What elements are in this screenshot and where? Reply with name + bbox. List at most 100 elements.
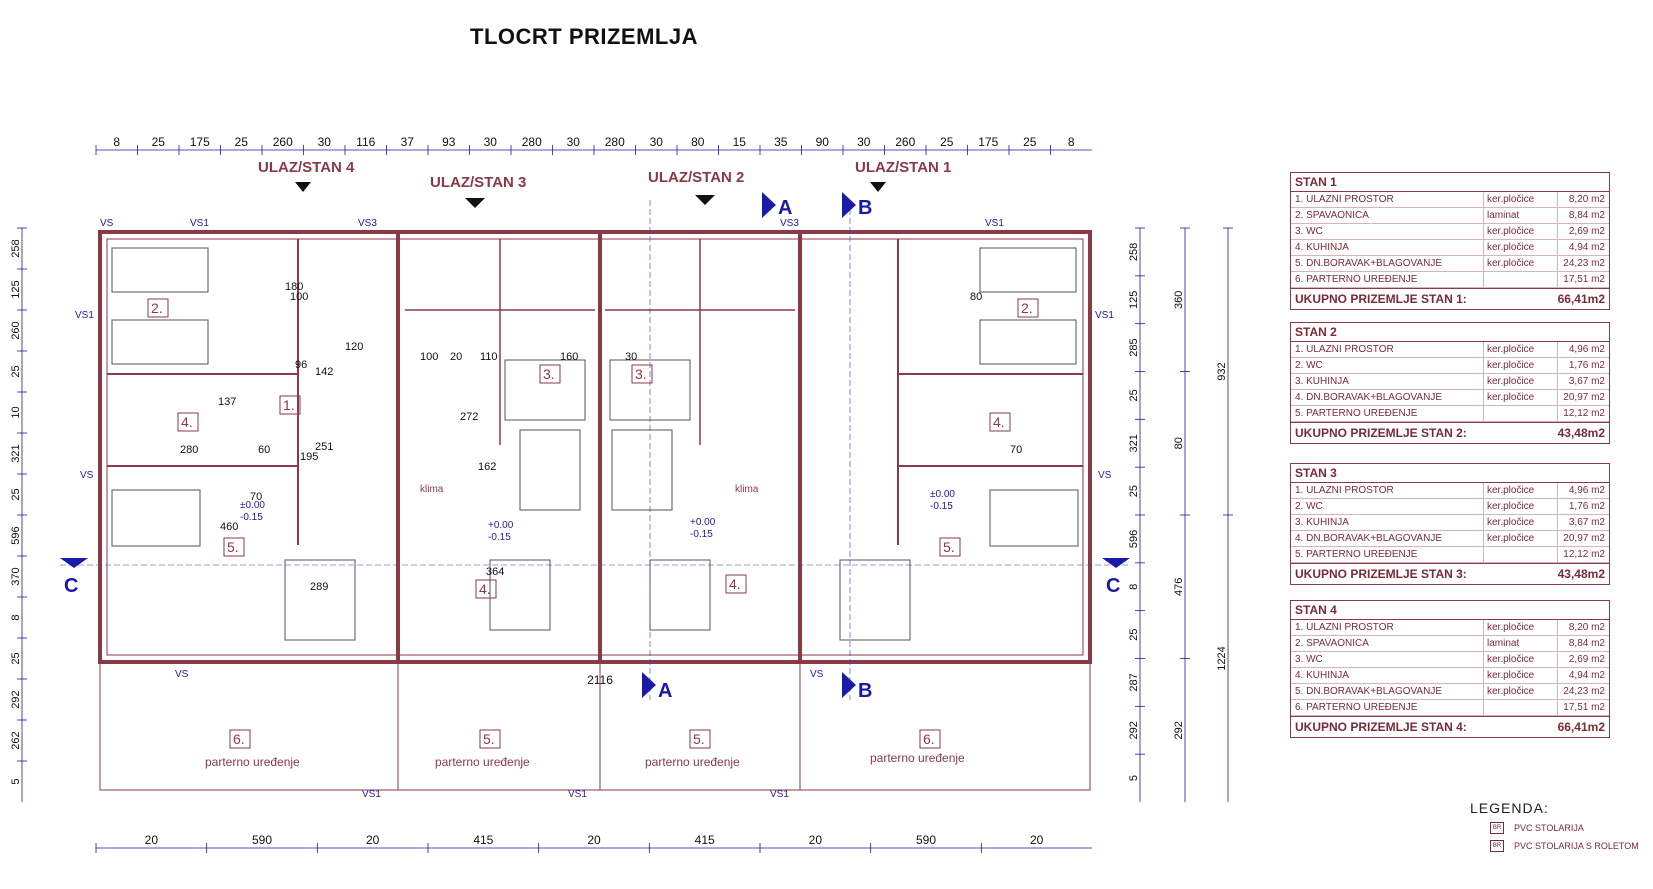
level-minus: -0.15 [690, 529, 713, 540]
dimension-value: 93 [442, 135, 456, 149]
room-5-stan-4: 5. [227, 539, 239, 555]
dimension-value: 321 [10, 444, 22, 462]
window-label: VS1 [985, 218, 1004, 229]
cell-area: 2,69 m2 [1557, 652, 1609, 667]
room-tags: 2. 4. 5. 1. 3. 4. 3. 4. 2. 4. 5. 6. 5. 5… [147, 298, 1039, 749]
outdoor-label-stan-4: parterno uređenje [205, 755, 300, 769]
dimension-value: 360 [1173, 291, 1185, 309]
total-value: 66,41m2 [1557, 720, 1605, 734]
window-label: VS1 [362, 789, 381, 800]
dimension-value: 8 [1068, 135, 1075, 149]
table-title: STAN 4 [1291, 601, 1609, 620]
cell-name: 2. WC [1295, 360, 1323, 371]
dimension-value: 292 [1173, 721, 1185, 739]
table-total: UKUPNO PRIZEMLJE STAN 3:43,48m2 [1291, 563, 1609, 584]
cell-area: 3,67 m2 [1557, 515, 1609, 530]
cell-area: 2,69 m2 [1557, 224, 1609, 239]
dimension-value: 25 [152, 135, 166, 149]
level-plus: ±0.00 [240, 500, 265, 511]
interior-dimension-value: 100 [290, 291, 308, 303]
window-label: VS1 [190, 218, 209, 229]
cell-area: 17,51 m2 [1557, 700, 1609, 715]
dimension-value: 30 [567, 135, 581, 149]
furniture [111, 247, 1079, 641]
dimension-value: 258 [1128, 243, 1140, 261]
dimension-value: 25 [10, 365, 22, 377]
cell-area: 4,94 m2 [1557, 240, 1609, 255]
cell-name: 5. DN.BORAVAK+BLAGOVANJE [1295, 258, 1442, 269]
total-label: UKUPNO PRIZEMLJE STAN 1: [1295, 292, 1467, 306]
cell-area: 8,84 m2 [1557, 208, 1609, 223]
window-labels: VS VS1 VS3 VS3 VS1 VS1 VS1 VS VS VS VS V… [75, 218, 1114, 800]
cell-material [1483, 406, 1557, 421]
room-5-stan-3: 5. [483, 731, 495, 747]
dimension-value: 30 [857, 135, 871, 149]
dimension-value: 596 [1128, 530, 1140, 548]
entrance-labels: ULAZ/STAN 4 ULAZ/STAN 3 ULAZ/STAN 2 ULAZ… [258, 159, 951, 191]
window-label: VS3 [780, 218, 799, 229]
cell-material: laminat [1483, 208, 1557, 223]
cell-material [1483, 700, 1557, 715]
window-label: VS [175, 669, 189, 680]
interior-dimension-value: 162 [478, 461, 496, 473]
outdoor-labels: parterno uređenje parterno uređenje part… [205, 751, 965, 769]
cell-name: 6. PARTERNO UREĐENJE [1295, 702, 1418, 713]
cell-name: 5. PARTERNO UREĐENJE [1295, 408, 1418, 419]
interior-dimension-value: 120 [345, 341, 363, 353]
interior-dimension-value: 142 [315, 366, 333, 378]
cell-name: 4. KUHINJA [1295, 242, 1349, 253]
dimension-value: 5 [10, 778, 22, 784]
dimension-value: 80 [691, 135, 705, 149]
interior-dimension-value: 251 [315, 441, 333, 453]
total-label: UKUPNO PRIZEMLJE STAN 2: [1295, 426, 1467, 440]
interior-dimension-value: 20 [450, 351, 462, 363]
outdoor-label-stan-3: parterno uređenje [435, 755, 530, 769]
cell-material: laminat [1483, 636, 1557, 651]
cell-name: 5. PARTERNO UREĐENJE [1295, 549, 1418, 560]
entrance-arrow-icon [695, 195, 715, 205]
window-label: VS [100, 218, 114, 229]
cell-name: 6. PARTERNO UREĐENJE [1295, 274, 1418, 285]
dimension-value: 25 [1128, 389, 1140, 401]
dimension-value: 25 [1128, 628, 1140, 640]
cell-material: ker.pločice [1483, 483, 1557, 498]
cell-area: 8,20 m2 [1557, 192, 1609, 207]
interior-dimension-value: 364 [486, 566, 504, 578]
room-4-stan-2: 4. [729, 576, 741, 592]
axis-lines [60, 200, 1130, 700]
right-dimension-chain: 2581252852532125596825287292536080476292… [1128, 227, 1233, 802]
dimension-value: 25 [940, 135, 954, 149]
interior-dimension-value: 460 [220, 521, 238, 533]
cell-name: 2. WC [1295, 501, 1323, 512]
interior-dimension-value: 272 [460, 411, 478, 423]
dimension-value: 20 [1030, 833, 1044, 847]
dimension-value: 321 [1128, 434, 1140, 452]
level-plus2: +0.00 [488, 520, 514, 531]
cell-area: 4,96 m2 [1557, 483, 1609, 498]
cell-material: ker.pločice [1483, 499, 1557, 514]
window-label: VS1 [770, 789, 789, 800]
dimension-value: 476 [1173, 578, 1185, 596]
interior-dimension-value: 30 [625, 351, 637, 363]
legend-item-label: PVC STOLARIJA [1514, 823, 1584, 833]
interior-dimension-value: 100 [420, 351, 438, 363]
page-title: TLOCRT PRIZEMLJA [470, 24, 698, 49]
dimension-value: 8 [1128, 584, 1140, 590]
entrance-stan-3: ULAZ/STAN 3 [430, 174, 526, 191]
legend-item-label: PVC STOLARIJA S ROLETOM [1514, 841, 1639, 851]
cell-area: 17,51 m2 [1557, 272, 1609, 287]
total-label: UKUPNO PRIZEMLJE STAN 3: [1295, 567, 1467, 581]
legend-title: LEGENDA: [1470, 800, 1549, 816]
dimension-value: 285 [1128, 338, 1140, 356]
